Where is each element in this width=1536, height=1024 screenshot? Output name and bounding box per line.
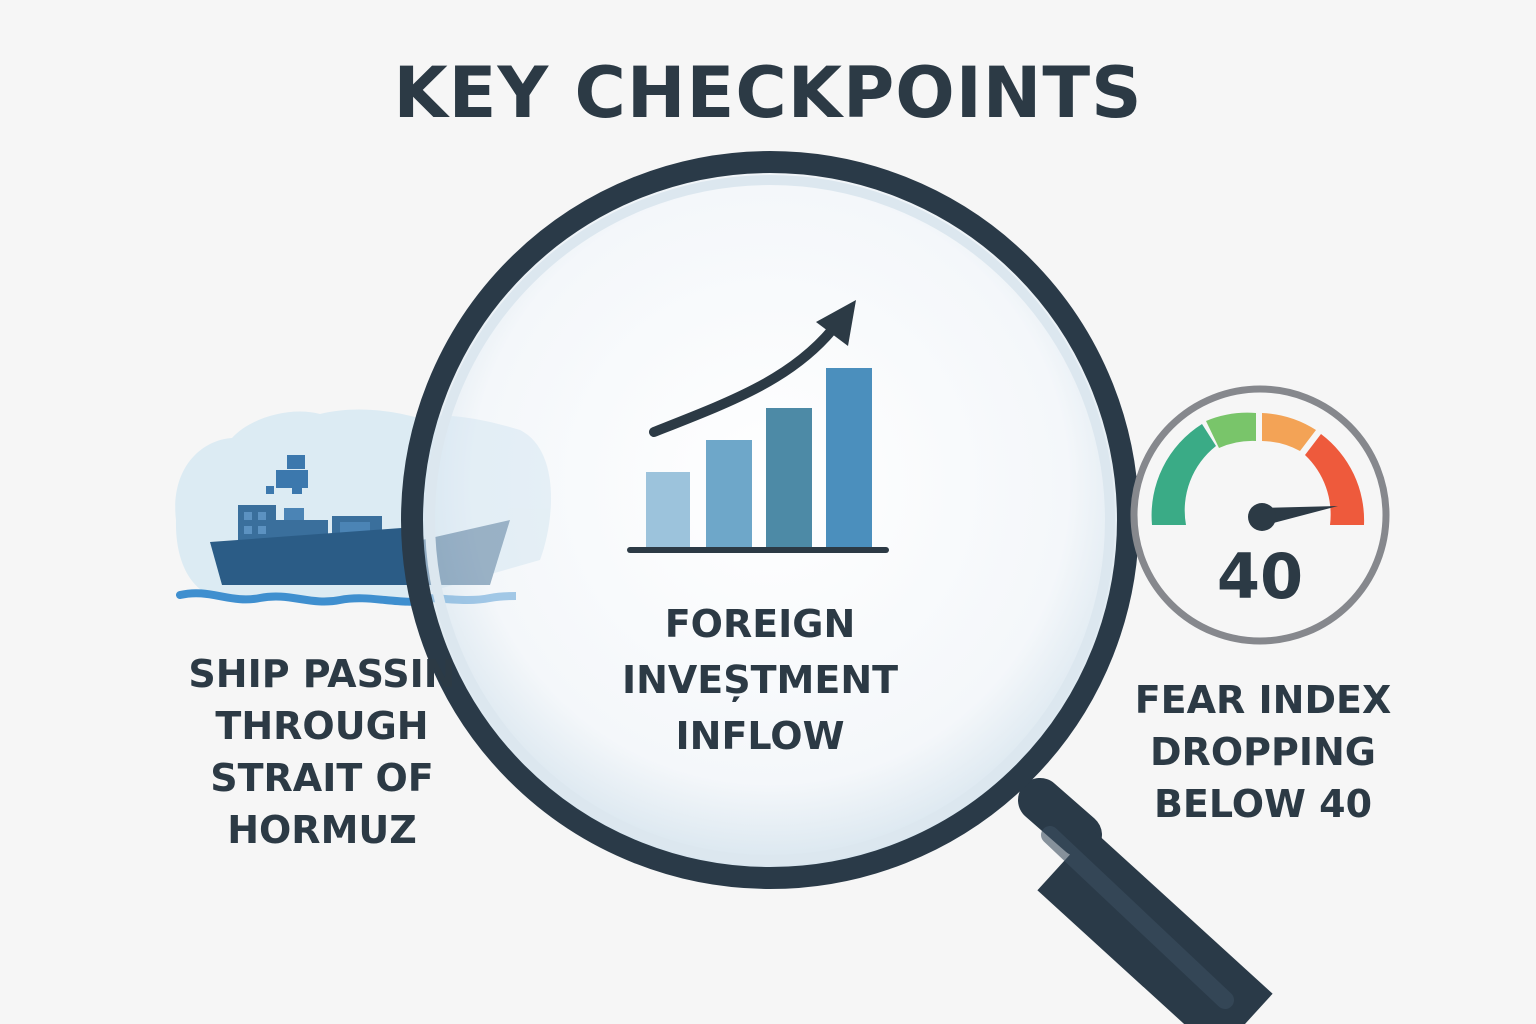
investment-label-line-1: FOREIGN: [664, 602, 856, 646]
page-title: KEY CHECKPOINTS: [393, 52, 1143, 134]
ship-label-line-1: SHIP PASSIN: [188, 652, 456, 696]
gauge-value: 40: [1216, 540, 1304, 613]
investment-label-line-2: INVEȘTMENT: [621, 658, 899, 702]
gauge-icon: [1130, 385, 1390, 645]
investment-label-line-3: INFLOW: [675, 714, 845, 758]
magnifying-glass-icon: [401, 151, 1273, 1024]
fear-label-line-1: FEAR INDEX: [1134, 678, 1392, 722]
fear-index-checkpoint-label: FEAR INDEX DROPPING BELOW 40: [1118, 674, 1408, 830]
ship-label-line-3: STRAIT OF: [210, 756, 434, 800]
fear-label-line-2: DROPPING: [1150, 730, 1376, 774]
ship-label-line-2: THROUGH: [215, 704, 429, 748]
investment-checkpoint-label: FOREIGN INVEȘTMENT INFLOW: [600, 596, 920, 764]
fear-label-line-3: BELOW 40: [1153, 782, 1373, 826]
chart-bar-1: [646, 472, 690, 548]
ship-label-line-4: HORMUZ: [227, 808, 417, 852]
chart-bar-4: [826, 368, 872, 548]
chart-bar-2: [706, 440, 752, 548]
chart-bar-3: [766, 408, 812, 548]
ship-checkpoint-label: SHIP PASSIN THROUGH STRAIT OF HORMUZ: [160, 648, 484, 856]
rising-bar-chart-icon: [627, 300, 889, 553]
gauge-needle-hub: [1248, 503, 1276, 531]
gauge-needle: [1258, 506, 1338, 526]
trend-arrow-line: [649, 325, 837, 437]
trend-arrow-head: [816, 300, 856, 346]
